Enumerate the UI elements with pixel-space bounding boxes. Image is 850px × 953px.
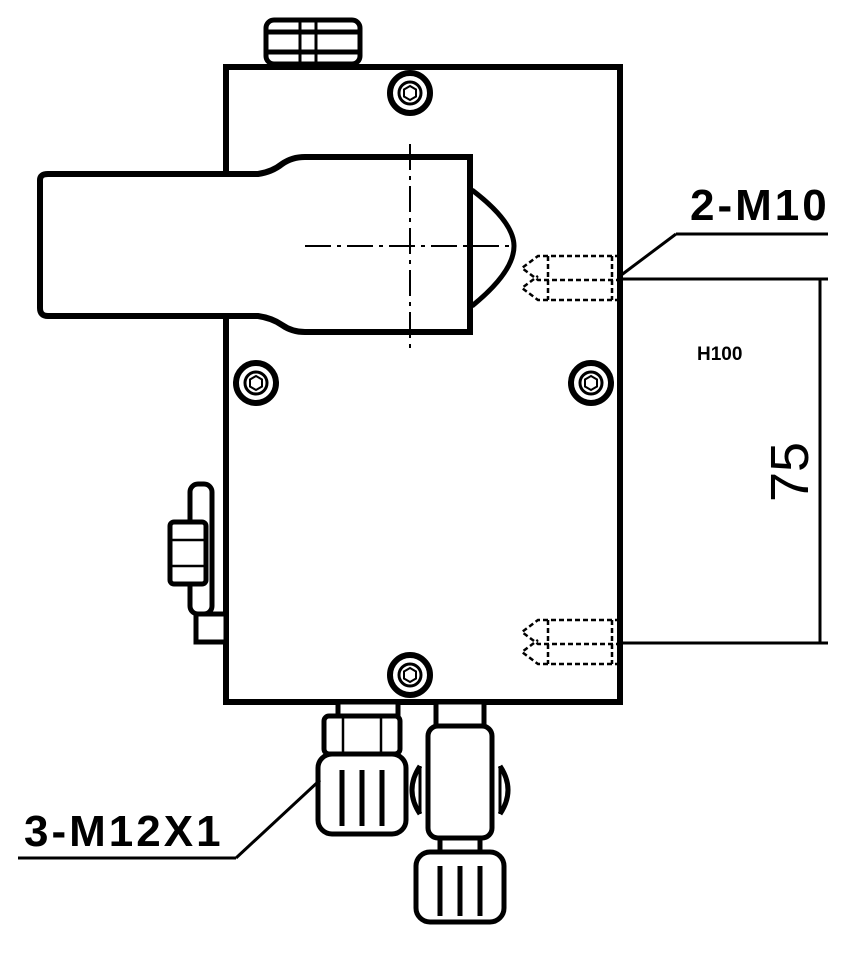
dimension-75 <box>620 277 828 645</box>
screw-left <box>233 360 279 406</box>
screw-right <box>568 360 614 406</box>
side-connector <box>167 481 229 645</box>
label-3-m12x1: 3-M12X1 <box>24 807 224 856</box>
threaded-hole-lower <box>519 618 620 666</box>
dimension-value: 75 <box>760 442 820 502</box>
label-2-m10: 2-M10 <box>690 181 830 230</box>
screw-bottom <box>387 652 433 698</box>
model-label: H100 <box>697 344 742 365</box>
top-connector <box>263 17 363 67</box>
screw-top <box>387 70 433 116</box>
bottom-fitting-left <box>315 699 409 837</box>
bottom-fitting-right <box>409 699 511 925</box>
threaded-hole-upper <box>519 254 620 302</box>
leader-2-m10 <box>619 232 828 278</box>
leader-3-m12x1 <box>18 778 322 860</box>
solenoid-cylinder <box>37 144 517 354</box>
